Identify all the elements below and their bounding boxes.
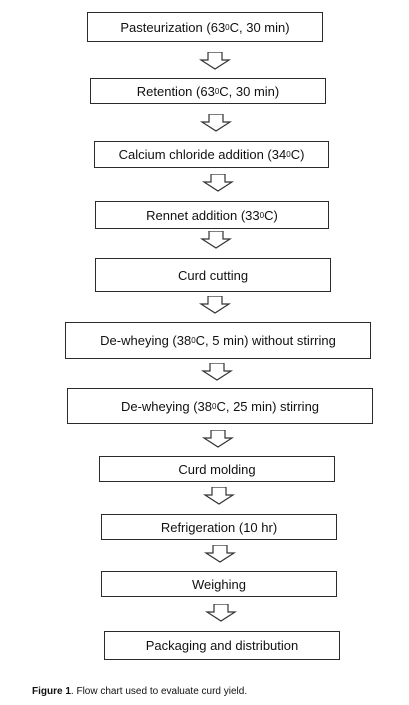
down-arrow-icon bbox=[198, 174, 238, 192]
step-label: Weighing bbox=[192, 576, 246, 592]
step-refrigeration: Refrigeration (10 hr) bbox=[101, 514, 337, 540]
step-label-suffix: C, 5 min) without stirring bbox=[195, 333, 336, 348]
step-label: Rennet addition (33 bbox=[146, 207, 260, 223]
down-arrow-icon bbox=[195, 296, 235, 314]
degree-superscript: 0 bbox=[225, 22, 230, 32]
step-weighing: Weighing bbox=[101, 571, 337, 597]
step-packaging-and-distribution: Packaging and distribution bbox=[104, 631, 340, 660]
degree-superscript: 0 bbox=[214, 86, 220, 96]
down-arrow-icon bbox=[200, 545, 240, 563]
step-label: De-wheying (38 bbox=[120, 398, 212, 414]
step-label: Packaging and distribution bbox=[145, 638, 299, 653]
figure-label: Figure 1 bbox=[32, 686, 71, 697]
step-label: Curd molding bbox=[178, 461, 256, 477]
step-label-suffix: C, 25 min) stirring bbox=[216, 398, 320, 414]
degree-superscript: 0 bbox=[191, 336, 196, 345]
step-curd-cutting: Curd cutting bbox=[95, 258, 331, 292]
down-arrow-icon bbox=[196, 231, 236, 249]
down-arrow-icon bbox=[197, 363, 237, 381]
figure-caption-text: . Flow chart used to evaluate curd yield… bbox=[70, 686, 248, 697]
step-label: Retention (63 bbox=[136, 83, 215, 99]
degree-superscript: 0 bbox=[259, 210, 265, 220]
step-label-suffix: C, 30 min) bbox=[219, 83, 280, 99]
down-arrow-icon bbox=[196, 114, 236, 132]
step-label: Pasteurization (63 bbox=[120, 19, 226, 35]
down-arrow-icon bbox=[199, 487, 239, 505]
step-label-suffix: C) bbox=[290, 147, 305, 162]
step-label: De-wheying (38 bbox=[100, 333, 192, 348]
degree-superscript: 0 bbox=[286, 150, 291, 159]
down-arrow-icon bbox=[195, 52, 235, 70]
step-label: Curd cutting bbox=[177, 267, 249, 283]
down-arrow-icon bbox=[201, 604, 241, 622]
step-label: Calcium chloride addition (34 bbox=[118, 147, 287, 162]
down-arrow-icon bbox=[198, 430, 238, 448]
figure-caption: Figure 1. Flow chart used to evaluate cu… bbox=[32, 686, 247, 697]
step-label: Refrigeration (10 hr) bbox=[160, 519, 278, 535]
degree-superscript: 0 bbox=[212, 401, 217, 411]
step-label-suffix: C, 30 min) bbox=[229, 19, 290, 35]
step-curd-molding: Curd molding bbox=[99, 456, 335, 482]
step-label-suffix: C) bbox=[264, 207, 278, 223]
